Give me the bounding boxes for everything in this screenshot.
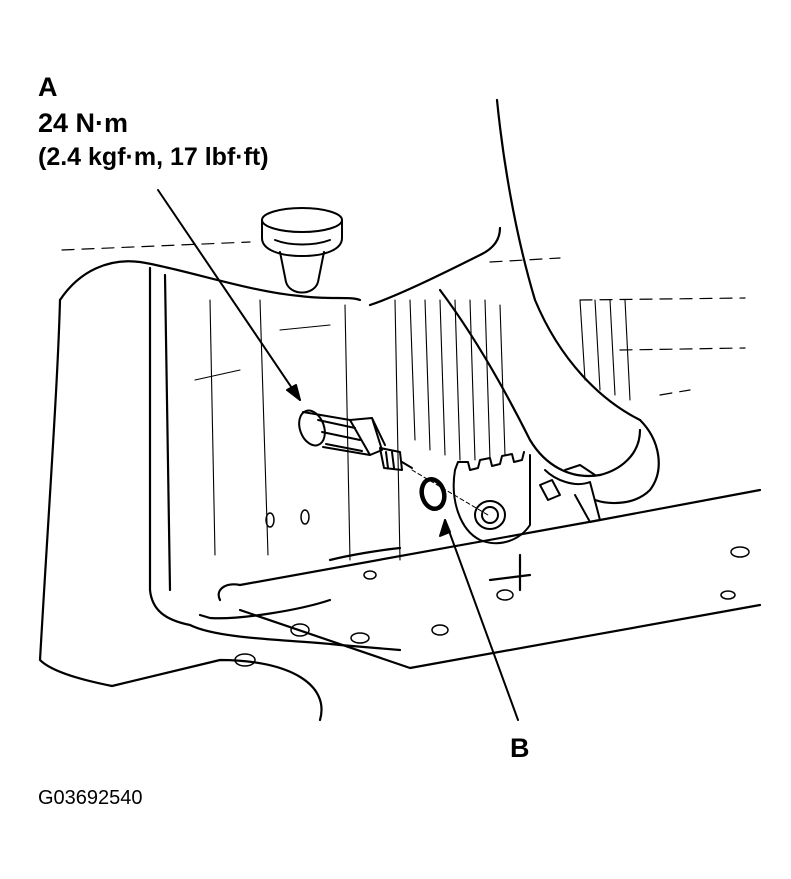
- block-ribs: [194, 299, 631, 561]
- leader-a: [157, 189, 301, 401]
- harness-clip: [544, 464, 601, 523]
- crossmember: [198, 488, 762, 670]
- leader-b: [439, 519, 519, 721]
- transmission-housing: [438, 98, 660, 505]
- washer-b-part: [419, 476, 447, 512]
- callout-b-letter: B: [510, 733, 530, 763]
- mounting-holes: [234, 509, 750, 667]
- callout-a-letter: A: [38, 72, 58, 102]
- mounting-stud: [261, 207, 343, 294]
- sensor-a-part: [298, 409, 413, 471]
- figure-id: G03692540: [38, 787, 143, 809]
- insertion-guide: [411, 469, 489, 516]
- callout-a-torque-alt: (2.4 kgf·m, 17 lbf·ft): [38, 143, 269, 171]
- engine-outline-dashed: [61, 241, 746, 396]
- callout-a-torque: 24 N·m: [38, 108, 129, 138]
- oil-pan-body: [38, 226, 502, 722]
